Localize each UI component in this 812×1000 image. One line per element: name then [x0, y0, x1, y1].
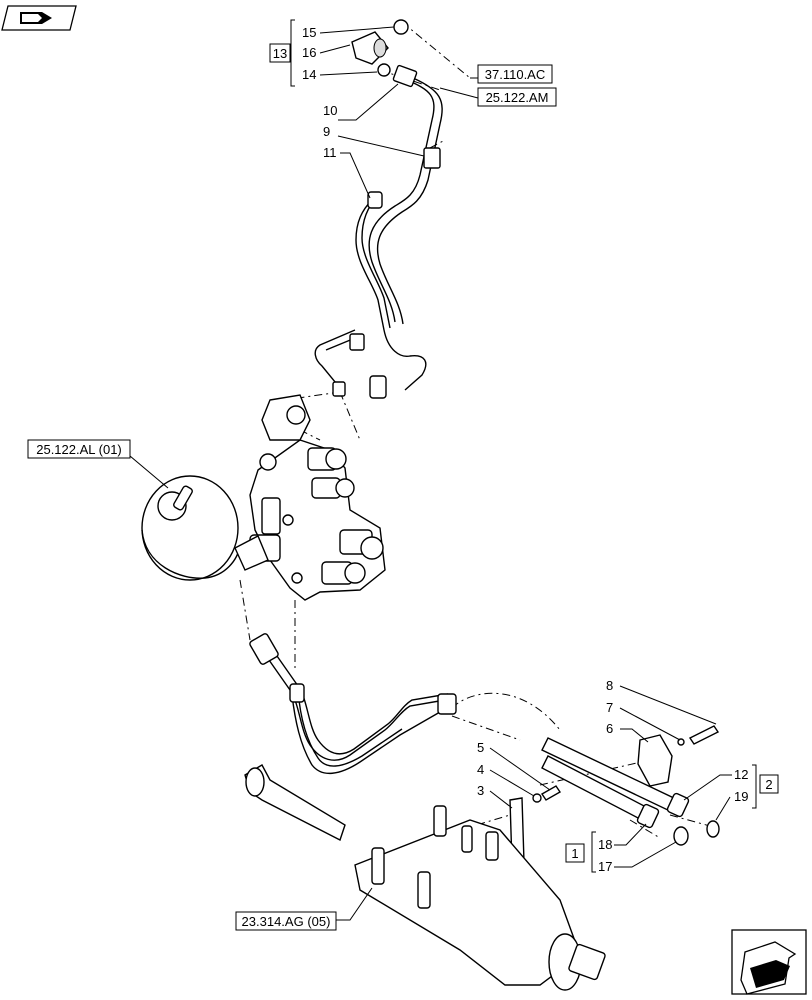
reference-boxes: 37.110.AC 25.122.AM 25.122.AL (01) 23.31…	[27, 64, 557, 931]
assembly-guide-lines	[239, 21, 711, 839]
callout-box-2	[759, 774, 779, 794]
callout-17: 17	[598, 859, 612, 874]
hose-assembly	[541, 737, 720, 846]
callout-14: 14	[302, 67, 316, 82]
callout-16: 16	[302, 45, 316, 60]
next-page-arrow-icon[interactable]	[731, 929, 807, 995]
pipe-nut	[349, 333, 365, 351]
bolt-8	[688, 725, 720, 745]
pipe-nut-9	[423, 147, 441, 169]
washer-4	[532, 793, 542, 803]
ref-37-110-ac[interactable]: 37.110.AC	[470, 64, 553, 84]
pipe-nut	[249, 633, 279, 665]
callout-7: 7	[606, 700, 613, 715]
hose-end-12	[666, 792, 690, 818]
callout-4: 4	[477, 762, 484, 777]
accumulator	[141, 475, 269, 581]
svg-text:25.122.AL (01): 25.122.AL (01)	[36, 442, 122, 457]
callout-5: 5	[477, 740, 484, 755]
axle-housing	[244, 764, 606, 991]
callout-13: 13	[273, 46, 287, 61]
pipe-end	[437, 693, 457, 715]
hose-end-18	[636, 803, 660, 829]
svg-text:37.110.AC: 37.110.AC	[485, 67, 545, 82]
callout-2: 2	[765, 777, 772, 792]
clamp-6	[637, 734, 673, 787]
pipe-nut	[369, 375, 387, 399]
o-ring-17	[673, 826, 689, 846]
lower-pipe-assembly	[249, 633, 457, 774]
o-ring-19	[706, 820, 720, 838]
callout-box-13	[269, 43, 291, 63]
washer-7	[677, 738, 685, 746]
callout-1: 1	[571, 846, 578, 861]
svg-text:23.314.AG (05): 23.314.AG (05)	[242, 914, 331, 929]
callout-3: 3	[477, 783, 484, 798]
ref-25-122-al-01[interactable]: 25.122.AL (01)	[27, 439, 169, 489]
ref-25-122-am[interactable]: 25.122.AM	[439, 87, 557, 107]
callout-19: 19	[734, 789, 748, 804]
o-ring-14	[377, 63, 391, 77]
svg-text:25.122.AM: 25.122.AM	[486, 90, 549, 105]
callout-10: 10	[323, 103, 337, 118]
callout-18: 18	[598, 837, 612, 852]
o-ring-15	[393, 19, 409, 35]
callout-9: 9	[323, 124, 330, 139]
callout-8: 8	[606, 678, 613, 693]
callout-labels: 13 15 16 14 10 9 11 8 7 6 5 4 3 12 2 19 …	[269, 19, 779, 874]
callout-12: 12	[734, 767, 748, 782]
callout-11: 11	[323, 145, 337, 160]
pipe-nut	[332, 381, 346, 397]
pipe-nut-10	[392, 64, 418, 88]
fitting-group-13	[351, 19, 409, 77]
book-arrow-icon[interactable]	[1, 5, 77, 31]
control-valve-body	[249, 394, 386, 601]
bolt-5	[541, 785, 561, 801]
upper-pipe-assembly	[314, 64, 443, 399]
callout-15: 15	[302, 25, 316, 40]
ref-23-314-ag-05[interactable]: 23.314.AG (05)	[235, 887, 373, 931]
callout-box-1	[565, 843, 585, 863]
callout-6: 6	[606, 721, 613, 736]
pipe-clip	[289, 683, 305, 703]
pipe-clip-11	[367, 191, 383, 209]
